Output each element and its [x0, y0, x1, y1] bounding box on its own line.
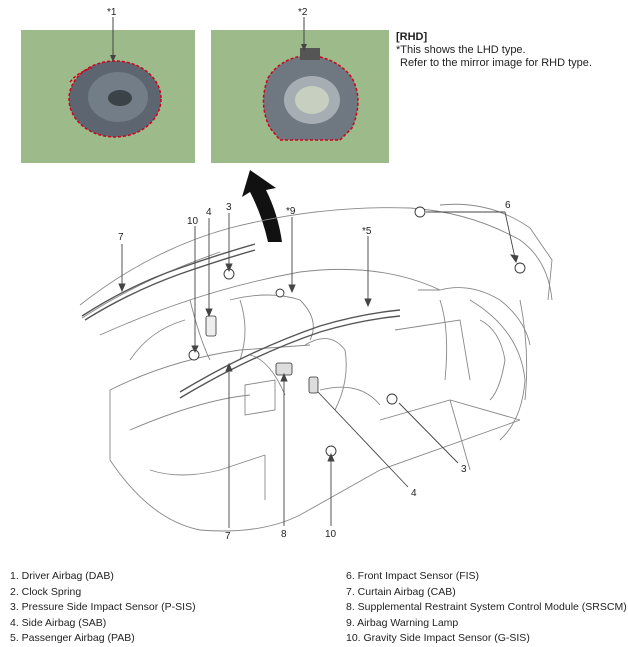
callout-4-top: 4 [206, 207, 212, 218]
callout-6: 6 [505, 200, 511, 211]
callout-10-bottom: 10 [325, 529, 337, 540]
warning-lamp-marker [275, 288, 285, 298]
callout-7-bottom: 7 [225, 531, 231, 542]
sensor-marker-6-right [514, 262, 526, 274]
legend-item: 2. Clock Spring [10, 585, 82, 598]
legend-item: 3. Pressure Side Impact Sensor (P-SIS) [10, 601, 196, 613]
side-airbag-right [308, 376, 319, 394]
clock-spring-illustration [262, 48, 359, 141]
sensor-marker-10-left [188, 349, 200, 361]
legend-item: 6. Front Impact Sensor (FIS) [346, 570, 480, 582]
legend-item: 8. Supplemental Restraint System Control… [346, 601, 627, 613]
legend-item: 1. Driver Airbag (DAB) [10, 570, 114, 582]
legend-right-column: 6. Front Impact Sensor (FIS) 7. Curtain … [346, 569, 627, 647]
callout-4-right: 4 [411, 488, 417, 499]
legend-item: 4. Side Airbag (SAB) [10, 616, 107, 629]
callout-8: 8 [281, 529, 287, 540]
vehicle-outline [79, 203, 553, 532]
legend-left-column: 1. Driver Airbag (DAB) 2. Clock Spring 3… [10, 569, 196, 647]
callout-10-top: 10 [187, 216, 199, 227]
rhd-note-line2: Refer to the mirror image for RHD type. [400, 57, 592, 69]
rhd-note: [RHD] *This shows the LHD type. Refer to… [396, 31, 592, 70]
rhd-note-title: [RHD] [396, 31, 428, 43]
driver-airbag-illustration [68, 60, 162, 138]
callout-1: *1 [107, 7, 117, 18]
callout-3-top: 3 [226, 202, 232, 213]
sensor-marker-3-right [386, 393, 398, 405]
callout-9: *9 [286, 206, 296, 217]
curtain-airbag-strips [81, 243, 401, 399]
legend-item: 5. Passenger Airbag (PAB) [10, 632, 135, 644]
callout-5: *5 [362, 226, 372, 237]
legend-item: 7. Curtain Airbag (CAB) [346, 585, 456, 598]
callout-2: *2 [298, 7, 308, 18]
leader-lines [118, 211, 519, 528]
up-arrow-icon [242, 170, 282, 242]
rhd-note-line1: *This shows the LHD type. [396, 44, 526, 56]
sensor-marker-6-left [414, 206, 426, 218]
sensor-markers [188, 206, 526, 457]
side-airbag-left [205, 315, 217, 337]
legend-item: 10. Gravity Side Impact Sensor (G-SIS) [346, 632, 530, 644]
callout-7-top: 7 [118, 232, 124, 243]
legend-item: 9. Airbag Warning Lamp [346, 616, 459, 629]
callout-3-right: 3 [461, 464, 467, 475]
